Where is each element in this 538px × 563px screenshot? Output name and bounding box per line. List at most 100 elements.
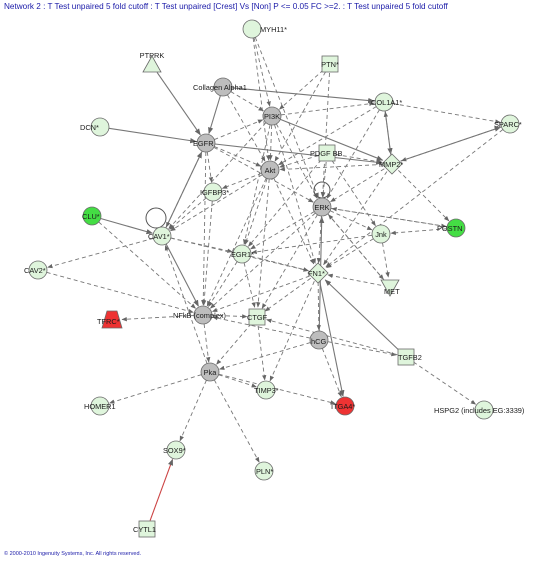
edge-cav2-nfkb bbox=[46, 271, 194, 314]
edge-hcg-pka bbox=[219, 342, 311, 370]
node-itga4-label: ITGA4* bbox=[331, 402, 355, 411]
edge-sparc-fn1 bbox=[325, 129, 504, 268]
node-tgfb2[interactable]: TGFB2 bbox=[397, 348, 422, 366]
edge-fn1-hcg bbox=[316, 281, 321, 331]
node-jnk[interactable]: Jnk bbox=[371, 224, 391, 244]
node-pdgfbb[interactable]: PDGF BB bbox=[310, 144, 343, 162]
node-akt[interactable]: Akt bbox=[260, 160, 280, 180]
node-postn[interactable]: POSTN bbox=[437, 218, 466, 238]
node-postn-label: POSTN bbox=[437, 224, 462, 233]
edge-erk-ctgf bbox=[261, 214, 318, 309]
edge-ptn-akt bbox=[274, 71, 326, 162]
edge-mmp2-sparc bbox=[400, 126, 502, 162]
node-cytl1[interactable]: CYTL1 bbox=[133, 520, 156, 538]
edge-jnk-met bbox=[382, 242, 390, 278]
node-pka[interactable]: Pka bbox=[200, 362, 220, 382]
edge-tgfb2-ctgf bbox=[266, 318, 398, 356]
edge-erk-jnk bbox=[329, 210, 373, 231]
edge-hcg-itga4 bbox=[321, 348, 342, 398]
node-colalpha1-shape bbox=[213, 77, 233, 97]
edge-akt-egr1 bbox=[244, 178, 268, 246]
edge-igfbp3-nfkb bbox=[202, 200, 213, 306]
network-title: Network 2 : T Test unpaired 5 fold cutof… bbox=[4, 2, 448, 11]
node-mmp2-label: MMP2* bbox=[379, 160, 403, 169]
node-egfr-label: EGFR bbox=[193, 139, 214, 148]
edge-pka-pln bbox=[213, 379, 260, 463]
node-cav2-shape bbox=[28, 260, 48, 280]
edge-ptn-erk bbox=[320, 72, 330, 198]
node-timp3-shape bbox=[256, 380, 276, 400]
edge-egr1-fn1 bbox=[250, 255, 309, 272]
node-dcn[interactable]: DCN* bbox=[80, 117, 110, 137]
node-cav1[interactable]: CAV1* bbox=[148, 226, 172, 246]
node-itga4[interactable]: ITGA4* bbox=[331, 396, 355, 416]
node-egr1[interactable]: EGR1* bbox=[231, 244, 254, 264]
edge-clu-cav1 bbox=[100, 217, 154, 235]
node-itga4-shape bbox=[335, 396, 355, 416]
edge-mmp2-col1a1 bbox=[383, 111, 392, 156]
node-pln-shape bbox=[254, 461, 274, 481]
node-nfkb[interactable]: NFkB (complex) bbox=[173, 305, 226, 325]
edge-clu-nfkb bbox=[98, 221, 196, 309]
node-mmp2-shape bbox=[381, 153, 403, 175]
node-cav1-shape bbox=[152, 226, 172, 246]
node-ctgf-shape bbox=[248, 308, 266, 326]
node-pi3k[interactable]: PI3K bbox=[262, 106, 282, 126]
edge-colalpha1-col1a1 bbox=[231, 87, 375, 104]
node-ptprk[interactable]: PTPRK bbox=[140, 51, 165, 73]
node-tgfb2-shape bbox=[397, 348, 415, 366]
node-cav2[interactable]: CAV2* bbox=[24, 260, 48, 280]
edge-pka-homer1 bbox=[109, 374, 202, 404]
edge-egfr-pi3k bbox=[214, 119, 264, 141]
node-sparc-shape bbox=[500, 114, 520, 134]
node-myh11[interactable]: MYH11* bbox=[242, 19, 287, 39]
node-akt-shape bbox=[260, 160, 280, 180]
node-timp3[interactable]: TIMP3* bbox=[254, 380, 279, 400]
node-fn1[interactable]: FN1* bbox=[307, 262, 329, 284]
edge-igfbp3-cav1 bbox=[169, 197, 207, 230]
node-pln[interactable]: PLN* bbox=[254, 461, 274, 481]
node-egfr-shape bbox=[196, 133, 216, 153]
node-tfrc[interactable]: TFRC* bbox=[97, 310, 123, 329]
node-sparc[interactable]: SPARC* bbox=[494, 114, 522, 134]
edge-pdgfbb-jnk bbox=[331, 160, 376, 227]
node-hcg[interactable]: hCG bbox=[309, 330, 329, 350]
edge-tgfb2-hspg2 bbox=[413, 361, 477, 405]
node-hcg-label: hCG bbox=[311, 337, 326, 346]
node-pka-shape bbox=[200, 362, 220, 382]
node-ctgf-label: CTGF bbox=[247, 313, 268, 322]
edge-col1a1-akt bbox=[278, 106, 377, 166]
node-pka-label: Pka bbox=[204, 368, 218, 377]
node-sox9[interactable]: SOX9* bbox=[163, 440, 186, 460]
node-cav1-label: CAV1* bbox=[148, 232, 170, 241]
edge-fn1-itga4 bbox=[319, 281, 345, 397]
node-ctgf[interactable]: CTGF bbox=[247, 308, 268, 326]
node-colalpha1[interactable]: Collagen Alpha1 bbox=[193, 77, 247, 97]
edge-dcn-egfr bbox=[108, 127, 197, 144]
edge-mmp2-erk bbox=[330, 168, 385, 203]
node-mmp2[interactable]: MMP2* bbox=[379, 153, 403, 175]
node-homer1[interactable]: HOMER1 bbox=[84, 396, 116, 416]
edge-colalpha1-egfr bbox=[208, 95, 221, 135]
edge-pi3k-cav1 bbox=[168, 122, 267, 230]
edge-ptn-pi3k bbox=[279, 69, 324, 110]
node-jnk-shape bbox=[371, 224, 391, 244]
node-erk[interactable]: ERK bbox=[312, 197, 332, 217]
node-egfr[interactable]: EGFR bbox=[193, 133, 216, 153]
node-ptprk-shape bbox=[142, 55, 162, 73]
node-hspg2[interactable]: HSPG2 (includes EG:3339) bbox=[434, 400, 524, 420]
edge-pi3k-fn1 bbox=[274, 124, 316, 264]
node-tgfb2-label: TGFB2 bbox=[398, 353, 422, 362]
edge-colalpha1-akt bbox=[227, 94, 266, 162]
edge-egr1-nfkb bbox=[208, 261, 238, 308]
node-igfbp3[interactable]: IGFBP3* bbox=[200, 182, 229, 202]
node-clu[interactable]: CLU* bbox=[82, 206, 102, 226]
edge-pi3k-col1a1 bbox=[280, 101, 375, 116]
node-met[interactable]: MET bbox=[380, 279, 400, 297]
node-col1a1[interactable]: COL1A1* bbox=[371, 92, 402, 112]
edge-pi3k-egr1 bbox=[243, 124, 271, 245]
node-myh11-shape bbox=[242, 19, 262, 39]
node-ptn[interactable]: PTN* bbox=[321, 55, 339, 73]
node-homer1-label: HOMER1 bbox=[84, 402, 116, 411]
